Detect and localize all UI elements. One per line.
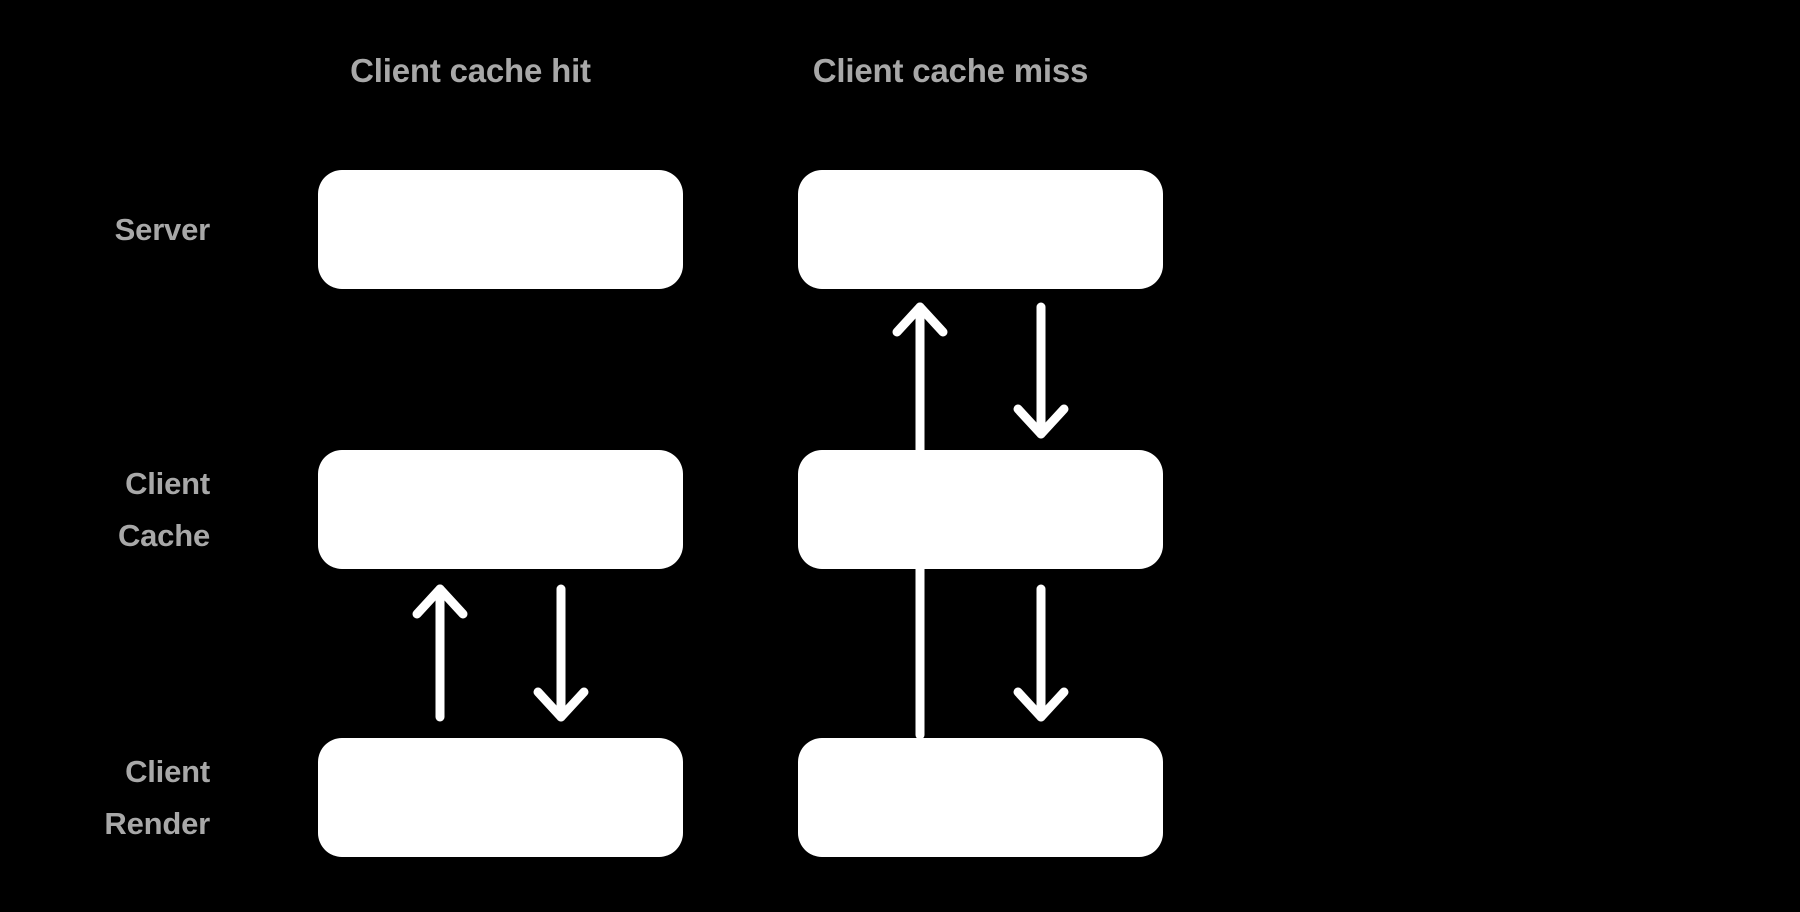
node-miss-client-cache[interactable] — [798, 450, 1163, 569]
node-miss-server[interactable] — [798, 170, 1163, 289]
arrow-miss-server-down — [1013, 302, 1069, 439]
node-hit-server[interactable] — [318, 170, 683, 289]
node-hit-client-cache[interactable] — [318, 450, 683, 569]
arrow-hit-response-down — [533, 584, 589, 722]
column-header-client-cache-miss: Client cache miss — [812, 52, 1089, 89]
node-hit-client-render[interactable] — [318, 738, 683, 857]
row-label-server: Server — [114, 212, 211, 247]
node-miss-client-render[interactable] — [798, 738, 1163, 857]
arrow-miss-cache-down — [1013, 584, 1069, 722]
row-label-client-cache: Client Cache — [117, 466, 210, 553]
arrow-hit-request-up — [412, 584, 468, 722]
column-header-client-cache-hit: Client cache hit — [350, 52, 591, 89]
row-label-client-render: Client Render — [104, 754, 210, 841]
